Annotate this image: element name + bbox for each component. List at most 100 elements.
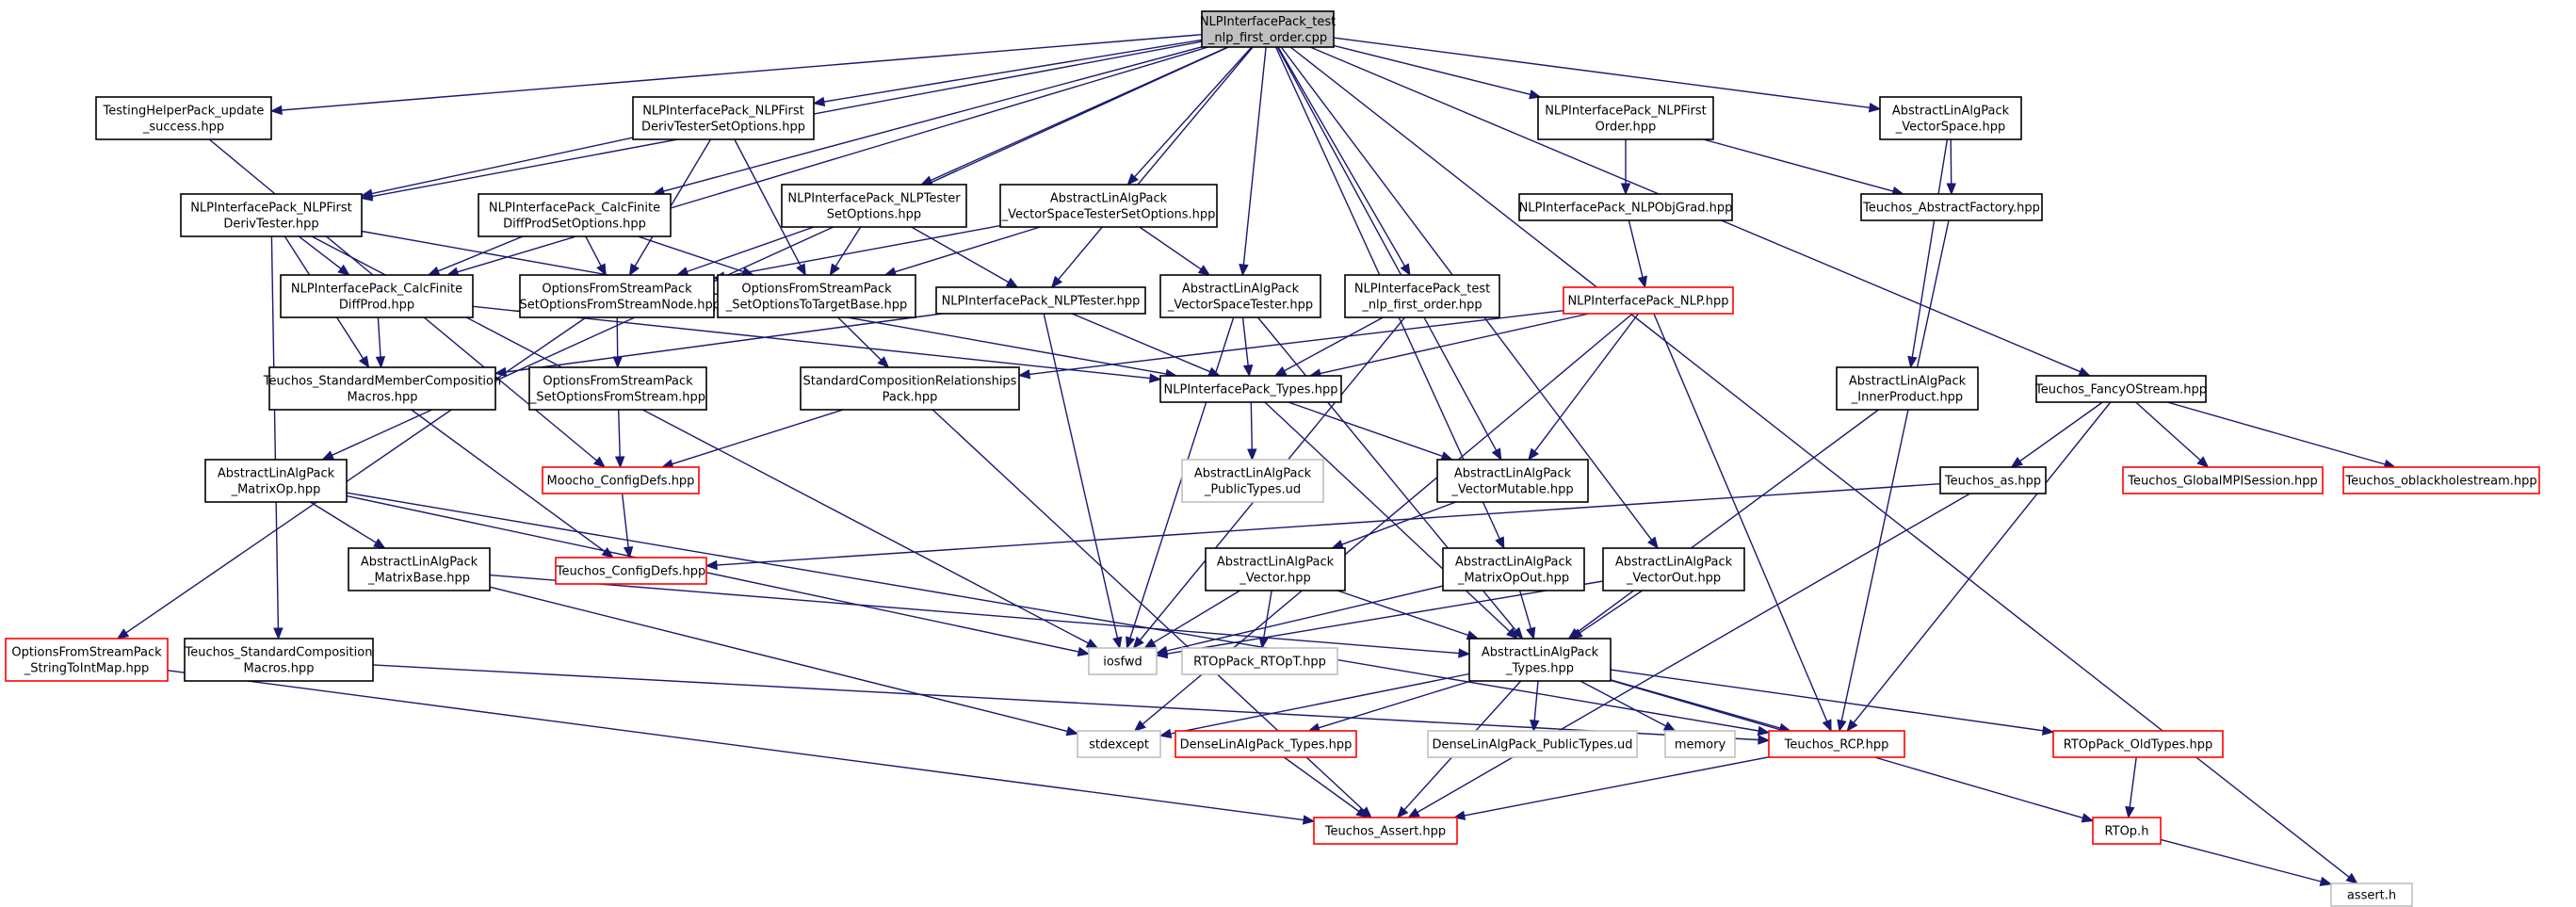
edge-line xyxy=(894,226,1041,273)
edge-line xyxy=(270,235,280,629)
node-rtoph[interactable]: RTOp.h xyxy=(2092,817,2162,845)
node-iosfwd[interactable]: iosfwd xyxy=(1088,647,1158,675)
edge-stdcompmacros-to-rcp xyxy=(372,664,1771,745)
edge-vector-to-rtopt xyxy=(1258,590,1272,650)
edge-line xyxy=(1276,46,1498,451)
edge-line xyxy=(489,586,1068,733)
node-publictypes[interactable]: AbstractLinAlgPack_PublicTypes.ud xyxy=(1181,459,1324,503)
node-box xyxy=(717,274,916,318)
node-ofsstream[interactable]: OptionsFromStreamPack_SetOptionsFromStre… xyxy=(528,366,707,411)
edge-alatypes-to-oldtypes xyxy=(1610,669,2055,736)
node-matrixbase[interactable]: AbstractLinAlgPack_MatrixBase.hpp xyxy=(348,547,491,591)
edge-arrowhead xyxy=(373,538,386,549)
edge-line xyxy=(1341,501,1456,545)
node-stdexcept[interactable]: stdexcept xyxy=(1077,730,1161,758)
edge-line xyxy=(1166,585,1444,652)
node-matrixopout[interactable]: AbstractLinAlgPack_MatrixOpOut.hpp xyxy=(1442,547,1585,591)
node-vecspace[interactable]: AbstractLinAlgPack_VectorSpace.hpp xyxy=(1879,96,2022,140)
node-rcp[interactable]: Teuchos_RCP.hpp xyxy=(1768,730,1905,758)
node-label-line: _StringToIntMap.hpp xyxy=(24,662,149,676)
node-nlptypes[interactable]: NLPInterfacePack_Types.hpp xyxy=(1159,375,1342,403)
node-ofsnode[interactable]: OptionsFromStreamPack_SetOptionsFromStre… xyxy=(512,274,721,318)
node-vector[interactable]: AbstractLinAlgPack_Vector.hpp xyxy=(1205,547,1346,591)
node-box xyxy=(1518,193,1733,221)
edge-line xyxy=(1277,46,1406,267)
node-calcfdpso[interactable]: NLPInterfacePack_CalcFiniteDiffProdSetOp… xyxy=(478,193,672,237)
edge-line xyxy=(616,316,619,358)
node-testnlpfo[interactable]: NLPInterfacePack_test_nlp_first_order.hp… xyxy=(1344,274,1500,318)
node-vstso[interactable]: AbstractLinAlgPack_VectorSpaceTesterSetO… xyxy=(999,184,1218,228)
node-teuchosconfig[interactable]: Teuchos_ConfigDefs.hpp xyxy=(555,557,707,585)
edge-line xyxy=(346,492,1759,732)
edge-matrixop-to-matrixbase xyxy=(310,501,386,549)
node-ofstarget[interactable]: OptionsFromStreamPack_SetOptionsToTarget… xyxy=(717,274,916,318)
node-moochoconfig[interactable]: Moocho_ConfigDefs.hpp xyxy=(542,466,700,494)
node-label-line: Teuchos_AbstractFactory.hpp xyxy=(1862,202,2040,216)
edge-arrowhead xyxy=(592,456,607,468)
edge-fancyostream-to-teuchosas xyxy=(2010,401,2103,468)
node-oblackhole[interactable]: Teuchos_oblackholestream.hpp xyxy=(2342,466,2540,494)
node-densepublic[interactable]: DenseLinAlgPack_PublicTypes.ud xyxy=(1427,730,1638,758)
node-tassert[interactable]: Teuchos_Assert.hpp xyxy=(1313,817,1458,845)
edge-line xyxy=(1288,401,1443,458)
edge-line xyxy=(1333,44,1531,95)
edge-line xyxy=(1950,138,1952,185)
node-asserth[interactable]: assert.h xyxy=(2330,883,2413,907)
node-stdmembercomp[interactable]: Teuchos_StandardMemberCompositionMacros.… xyxy=(263,366,501,411)
node-objgrad[interactable]: NLPInterfacePack_NLPObjGrad.hpp xyxy=(1518,193,1733,221)
edge-nlp-to-nlptypes xyxy=(1308,313,1590,379)
edge-arrowhead xyxy=(1239,264,1249,277)
node-vecmutable[interactable]: AbstractLinAlgPack_VectorMutable.hpp xyxy=(1436,459,1589,503)
edge-testnlpfo-to-nlptypes xyxy=(1273,316,1384,377)
edge-line xyxy=(346,494,1079,653)
node-denselatypes[interactable]: DenseLinAlgPack_Types.hpp xyxy=(1175,730,1357,758)
node-label-line: NLPInterfacePack_test xyxy=(1200,15,1336,29)
node-teuchosas[interactable]: Teuchos_as.hpp xyxy=(1939,466,2047,494)
edge-line xyxy=(1337,590,1468,637)
node-memory[interactable]: memory xyxy=(1664,730,1736,758)
node-vstester[interactable]: AbstractLinAlgPack_VectorSpaceTester.hpp xyxy=(1159,274,1321,318)
edge-nlptester-to-iosfwd xyxy=(1043,313,1123,650)
node-label-line: _Vector.hpp xyxy=(1239,572,1311,586)
edge-arrowhead xyxy=(623,546,634,559)
node-fancyostream[interactable]: Teuchos_FancyOStream.hpp xyxy=(2034,375,2207,403)
edge-fancyostream-to-rcp xyxy=(1846,401,2112,733)
node-label-line: TestingHelperPack_update xyxy=(103,105,265,119)
node-absfactory[interactable]: Teuchos_AbstractFactory.hpp xyxy=(1860,193,2043,221)
edge-arrowhead xyxy=(614,456,625,469)
edge-arrowhead xyxy=(1458,648,1471,658)
node-testhelper[interactable]: TestingHelperPack_update_success.hpp xyxy=(95,96,272,140)
node-label-line: Teuchos_FancyOStream.hpp xyxy=(2034,383,2207,397)
node-label-line: AbstractLinAlgPack xyxy=(361,556,478,570)
node-vectorout[interactable]: AbstractLinAlgPack_VectorOut.hpp xyxy=(1602,547,1745,591)
node-rtopt[interactable]: RTOpPack_RTOpT.hpp xyxy=(1181,647,1338,675)
node-firstdts[interactable]: NLPInterfacePack_NLPFirstDerivTesterSetO… xyxy=(632,96,815,140)
edge-line xyxy=(734,138,802,267)
node-nlp[interactable]: NLPInterfacePack_NLP.hpp xyxy=(1563,286,1734,315)
node-label-line: AbstractLinAlgPack xyxy=(1455,556,1573,570)
node-label-line: StandardCompositionRelationships xyxy=(803,375,1017,389)
edge-line xyxy=(1170,672,1470,735)
node-root[interactable]: NLPInterfacePack_test _nlp_first_order.cp… xyxy=(1200,10,1336,48)
node-label-line: _nlp_first_order.cpp xyxy=(1207,31,1327,45)
node-strtoint[interactable]: OptionsFromStreamPack_StringToIntMap.hpp xyxy=(5,638,169,682)
node-alatypes[interactable]: AbstractLinAlgPack_Types.hpp xyxy=(1468,638,1612,682)
edge-alatypes-to-stdexcept xyxy=(1158,672,1470,739)
node-matrixop[interactable]: AbstractLinAlgPack_MatrixOp.hpp xyxy=(204,459,348,503)
node-innerprod[interactable]: AbstractLinAlgPack_InnerProduct.hpp xyxy=(1836,366,1979,411)
node-nlptester[interactable]: NLPInterfacePack_NLPTester.hpp xyxy=(935,286,1146,315)
edge-line xyxy=(911,226,1010,283)
node-globalmpi[interactable]: Teuchos_GlobalMPISession.hpp xyxy=(2122,466,2324,494)
edge-arrowhead xyxy=(1757,725,1771,737)
node-label-line: Teuchos_ConfigDefs.hpp xyxy=(556,565,706,579)
edge-moochoconfig-to-teuchosconfig xyxy=(621,493,634,559)
edge-alatypes-to-densepublic xyxy=(1529,680,1540,733)
node-oldtypes[interactable]: RTOpPack_OldTypes.hpp xyxy=(2052,730,2224,758)
